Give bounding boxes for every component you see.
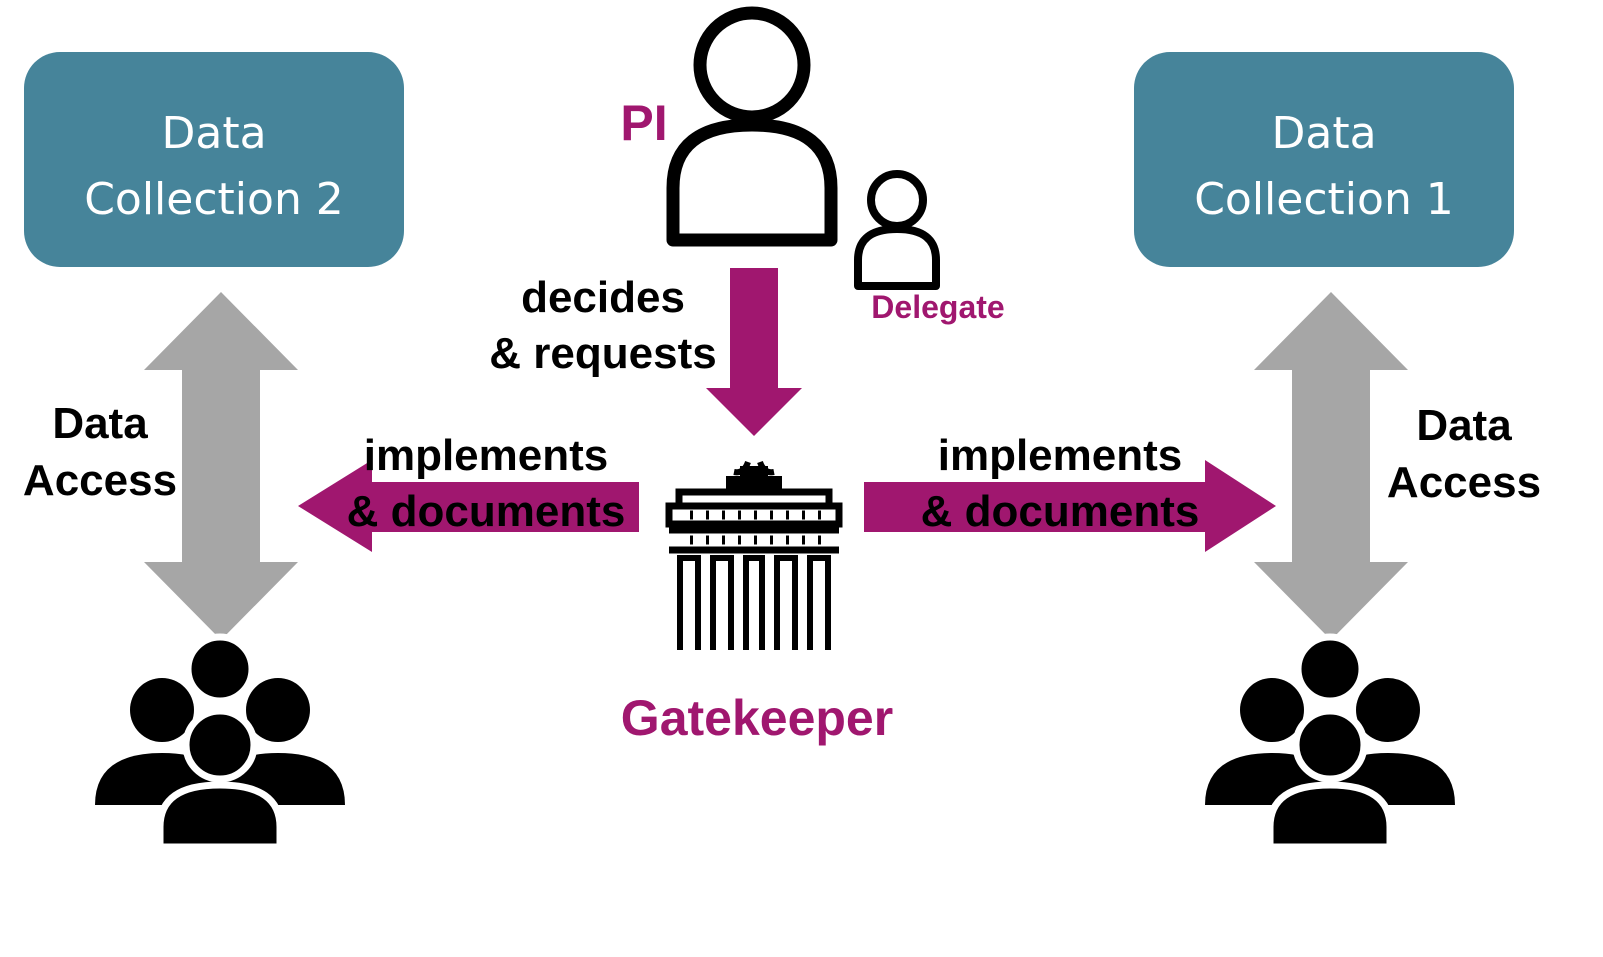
data-collection-1-line2: Collection 1 — [1194, 174, 1454, 225]
pi-person-icon — [666, 6, 838, 247]
data-access-arrow-left — [144, 292, 298, 640]
pi-label: PI — [620, 95, 667, 151]
data-access-arrow-right — [1254, 292, 1408, 640]
gatekeeper-to-collection-2-arrow — [298, 460, 639, 552]
implements-left-line2: & documents — [347, 487, 626, 536]
gatekeeper-label: Gatekeeper — [621, 690, 893, 746]
data-access-right-line1: Data — [1416, 401, 1512, 450]
implements-right-line1: implements — [938, 431, 1183, 480]
data-collection-2-box: Data Collection 2 — [24, 52, 404, 267]
decides-label-line1: decides — [521, 273, 685, 322]
data-collection-1-line1: Data — [1271, 108, 1376, 159]
user-group-icon-left — [95, 637, 345, 847]
delegate-person-icon — [854, 170, 940, 290]
data-collection-2-line1: Data — [161, 108, 266, 159]
data-access-left-line2: Access — [23, 456, 177, 505]
delegate-label: Delegate — [871, 289, 1004, 325]
gatekeeper-to-collection-1-arrow — [864, 460, 1276, 552]
brandenburg-gate-icon — [665, 460, 843, 650]
decides-label-line2: & requests — [489, 329, 716, 378]
implements-right-line2: & documents — [921, 487, 1200, 536]
pi-to-gatekeeper-arrow — [706, 268, 802, 436]
user-group-icon-right — [1205, 637, 1455, 847]
data-collection-2-line2: Collection 2 — [84, 174, 344, 225]
data-access-right-line2: Access — [1387, 458, 1541, 507]
data-collection-1-box: Data Collection 1 — [1134, 52, 1514, 267]
implements-left-line1: implements — [364, 431, 609, 480]
data-access-left-line1: Data — [52, 399, 148, 448]
